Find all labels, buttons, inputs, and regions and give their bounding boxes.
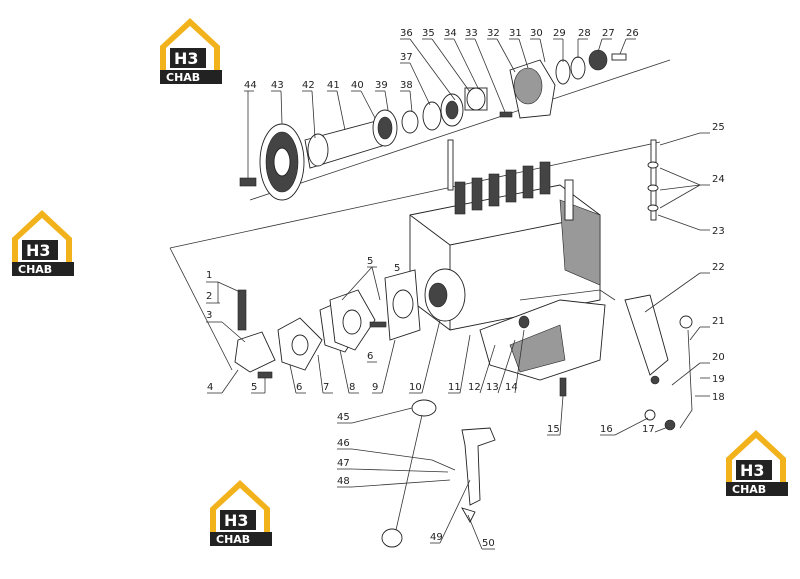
logo-bottom: H3 CHAB xyxy=(210,480,272,546)
front-cover-parts xyxy=(234,269,421,379)
callout-13: 13 xyxy=(486,382,499,393)
callout-11: 11 xyxy=(448,382,461,393)
svg-text:H3: H3 xyxy=(174,49,199,68)
callout-16: 16 xyxy=(600,424,613,435)
callout-5: 5 xyxy=(251,382,257,393)
callout-27: 27 xyxy=(602,28,615,39)
callout-24: 24 xyxy=(712,174,725,185)
callout-5-upper: 5 xyxy=(367,256,373,267)
callout-6-upper: 6 xyxy=(367,351,373,362)
callout-20: 20 xyxy=(712,352,725,363)
callout-5-right: 5 xyxy=(394,263,400,274)
callout-36: 36 xyxy=(400,28,413,39)
callout-43: 43 xyxy=(271,80,284,91)
callout-47: 47 xyxy=(337,458,350,469)
svg-text:H3: H3 xyxy=(224,511,249,530)
callout-34: 34 xyxy=(444,28,457,39)
callout-8: 8 xyxy=(349,382,355,393)
callout-22: 22 xyxy=(712,262,725,273)
callout-6: 6 xyxy=(296,382,302,393)
logo-top-left: H3 CHAB xyxy=(160,18,222,84)
callout-46: 46 xyxy=(337,438,350,449)
callout-14: 14 xyxy=(505,382,518,393)
stop-rod-assembly xyxy=(381,399,496,548)
svg-text:H3: H3 xyxy=(26,241,51,260)
svg-text:CHAB: CHAB xyxy=(18,263,52,276)
callout-26: 26 xyxy=(626,28,639,39)
callout-4: 4 xyxy=(207,382,213,393)
logo-right: H3 CHAB xyxy=(726,430,788,496)
callout-31: 31 xyxy=(509,28,522,39)
callout-29: 29 xyxy=(553,28,566,39)
callout-9: 9 xyxy=(372,382,378,393)
callout-33: 33 xyxy=(465,28,478,39)
mounting-bracket xyxy=(479,289,616,397)
injection-pump-body xyxy=(409,139,601,331)
callout-30: 30 xyxy=(530,28,543,39)
callout-12: 12 xyxy=(468,382,481,393)
callout-45: 45 xyxy=(337,412,350,423)
callout-2: 2 xyxy=(206,291,212,302)
svg-text:CHAB: CHAB xyxy=(732,483,766,496)
control-lever-linkage xyxy=(624,139,693,431)
callout-35: 35 xyxy=(422,28,435,39)
callout-21: 21 xyxy=(712,316,725,327)
callout-labels: 1 2 3 4 5 6 7 8 9 10 11 12 13 xyxy=(206,28,725,550)
callout-19: 19 xyxy=(712,374,725,385)
logo-left: H3 CHAB xyxy=(12,210,74,276)
callout-10: 10 xyxy=(409,382,422,393)
callout-50: 50 xyxy=(482,538,495,549)
svg-text:CHAB: CHAB xyxy=(166,71,200,84)
callout-32: 32 xyxy=(487,28,500,39)
callout-44: 44 xyxy=(244,80,257,91)
callout-38: 38 xyxy=(400,80,413,91)
callout-15: 15 xyxy=(547,424,560,435)
callout-25: 25 xyxy=(712,122,725,133)
callout-17: 17 xyxy=(642,424,655,435)
callout-41: 41 xyxy=(327,80,340,91)
callout-7: 7 xyxy=(323,382,329,393)
callout-39: 39 xyxy=(375,80,388,91)
callout-23: 23 xyxy=(712,226,725,237)
camshaft-assembly xyxy=(169,49,671,371)
callout-28: 28 xyxy=(578,28,591,39)
callout-42: 42 xyxy=(302,80,315,91)
callout-49: 49 xyxy=(430,532,443,543)
callout-3: 3 xyxy=(206,310,212,321)
callout-1: 1 xyxy=(206,270,212,281)
callout-48: 48 xyxy=(337,476,350,487)
callout-37: 37 xyxy=(400,52,413,63)
svg-text:CHAB: CHAB xyxy=(216,533,250,546)
svg-text:H3: H3 xyxy=(740,461,765,480)
callout-18: 18 xyxy=(712,392,725,403)
callout-40: 40 xyxy=(351,80,364,91)
